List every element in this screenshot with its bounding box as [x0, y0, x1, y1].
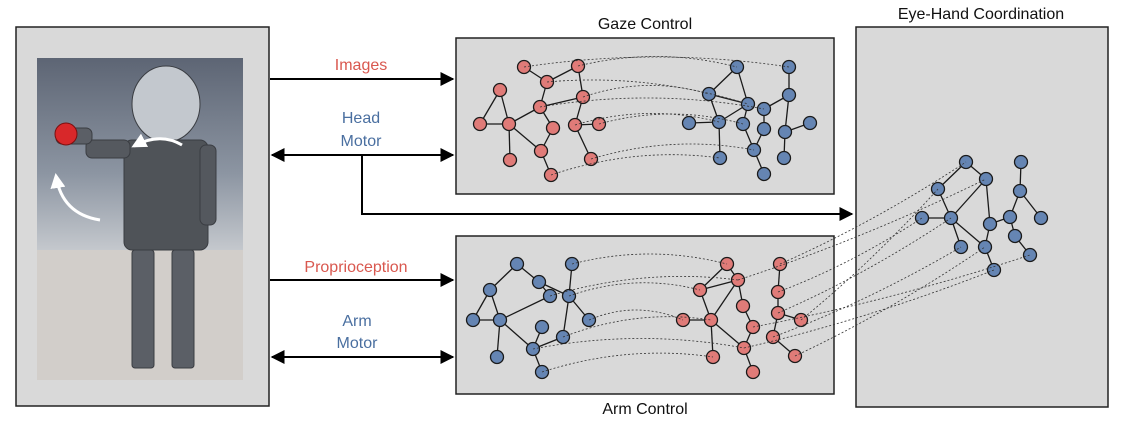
network-edge — [950, 178, 987, 219]
arm-control-title: Arm Control — [602, 401, 687, 418]
eye-hand-node — [982, 216, 998, 232]
dotted-link — [777, 217, 952, 314]
robot-panel — [15, 26, 270, 407]
gaze-blue-node — [681, 115, 697, 131]
gaze-control-title: Gaze Control — [598, 16, 692, 33]
dotted-link — [743, 269, 995, 349]
arm-blue-node — [509, 256, 525, 272]
arm-blue-node — [465, 312, 481, 328]
eye-hand-panel: Eye-Hand Coordination — [855, 6, 1109, 408]
gaze-red-node — [502, 152, 518, 168]
gaze-red-node — [472, 116, 488, 132]
dotted-link — [737, 178, 987, 281]
gaze-blue-node — [756, 166, 772, 182]
head-to-eyehand-arrow — [361, 155, 854, 221]
eye-hand-node — [986, 262, 1002, 278]
eye-hand-node — [1002, 209, 1018, 225]
robot-icon — [55, 65, 217, 369]
gaze-blue-node — [756, 121, 772, 137]
robot-left-leg — [131, 249, 155, 369]
dotted-link — [800, 188, 939, 321]
robot-upper-arm — [85, 139, 131, 159]
arm-red-node — [745, 364, 761, 380]
arm-blue-node — [482, 282, 498, 298]
curved-arrow-icon — [50, 173, 101, 222]
eye-hand-node — [1012, 183, 1028, 199]
eye-hand-node — [1033, 210, 1049, 226]
red-ball-icon — [54, 122, 78, 146]
gaze-network — [472, 58, 818, 183]
robot-right-leg — [171, 249, 195, 369]
dotted-link — [590, 143, 755, 160]
robot-head — [131, 65, 201, 143]
network-edge — [985, 178, 991, 225]
dotted-link — [574, 113, 720, 126]
arm-label: Arm — [342, 313, 371, 330]
arrows — [270, 72, 854, 364]
eye-hand-node — [978, 171, 994, 187]
eye-hand-title: Eye-Hand Coordination — [898, 6, 1064, 23]
gaze-red-node — [533, 143, 549, 159]
arm-red-node — [703, 312, 719, 328]
gaze-blue-node — [740, 96, 756, 112]
robot-right-arm — [199, 144, 217, 226]
arm-blue-node — [489, 349, 505, 365]
gaze-blue-node — [802, 115, 818, 131]
eye-hand-network — [914, 154, 1049, 278]
eye-hand-node — [1022, 247, 1038, 263]
dotted-link — [772, 246, 962, 338]
dotted-link — [794, 246, 986, 357]
network-edge — [950, 217, 986, 248]
gaze-control-panel: Gaze Control — [455, 16, 835, 195]
dotted-link — [598, 113, 744, 125]
dotted-link — [546, 79, 749, 105]
images-label: Images — [335, 57, 387, 74]
curved-arrow-icon — [131, 133, 183, 148]
eye-hand-node — [914, 210, 930, 226]
dotted-link — [752, 254, 1031, 328]
eye-hand-node — [1007, 228, 1023, 244]
dotted-link — [550, 154, 721, 176]
gaze-blue-node — [776, 150, 792, 166]
arm-blue-node — [531, 274, 547, 290]
arm-blue-node — [534, 319, 550, 335]
arm-red-node — [735, 298, 751, 314]
dotted-link — [777, 217, 923, 293]
arm-motor-label: Motor — [337, 335, 379, 352]
eye-hand-node — [1013, 154, 1029, 170]
dotted-link — [588, 309, 684, 321]
dotted-link — [577, 56, 738, 68]
dotted-link — [779, 161, 967, 265]
head-motor-label: Motor — [341, 133, 383, 150]
arm-control-panel: Arm Control — [455, 235, 835, 418]
gaze-blue-node — [781, 87, 797, 103]
network-edge — [710, 319, 745, 349]
network-edge — [710, 279, 739, 321]
gaze-red-node — [492, 82, 508, 98]
head-label: Head — [342, 110, 380, 127]
cross-connections — [523, 56, 1031, 373]
arm-blue-node — [492, 312, 508, 328]
robot-torso — [123, 139, 209, 251]
eye-hand-node — [977, 239, 993, 255]
dotted-link — [562, 316, 712, 338]
network-edge — [499, 295, 551, 321]
gaze-blue-node — [712, 150, 728, 166]
network-edge — [499, 319, 534, 350]
dotted-link — [539, 97, 765, 110]
gaze-blue-node — [777, 124, 793, 140]
gaze-panel-frame — [455, 37, 835, 195]
proprioception-label: Proprioception — [304, 259, 407, 276]
gaze-red-node — [501, 116, 517, 132]
gaze-red-node — [545, 120, 561, 136]
network-edge — [539, 96, 584, 108]
dotted-link — [523, 56, 790, 68]
eye-hand-panel-frame — [855, 26, 1109, 408]
dotted-link — [541, 352, 714, 373]
